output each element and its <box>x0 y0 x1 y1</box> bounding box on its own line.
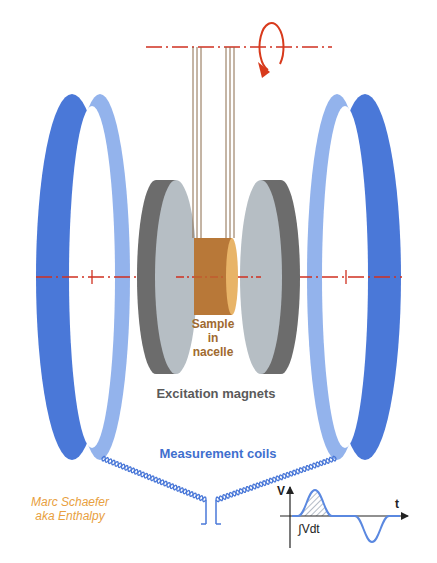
magnet-label: Excitation magnets <box>156 387 275 402</box>
sample-face <box>226 238 238 315</box>
rotation-axis <box>146 46 332 47</box>
magnet-face <box>240 180 282 374</box>
axis-cross <box>345 270 346 284</box>
suspension-wire <box>230 47 231 238</box>
coil-terminal <box>216 523 221 525</box>
axis-line <box>176 276 197 277</box>
coil-wire <box>102 456 206 501</box>
sample-label: Sample in nacelle <box>188 318 238 359</box>
plot-axis <box>289 487 290 548</box>
axis-line <box>240 276 261 277</box>
suspension-wire <box>226 47 227 238</box>
suspension-wire <box>197 47 198 238</box>
coil-wire <box>216 456 336 502</box>
rotation-arrow-head <box>258 62 270 78</box>
axis-label: t <box>395 498 399 512</box>
suspension-wire <box>234 47 235 238</box>
axis-line <box>194 277 226 278</box>
coil-terminal <box>201 523 206 525</box>
axis-label: V <box>277 485 285 499</box>
rotation-arrow <box>260 23 284 70</box>
author-credit: Marc Schaefer aka Enthalpy <box>22 496 118 524</box>
magnet-face <box>155 180 197 374</box>
coil-wire <box>216 458 336 501</box>
signal-curve <box>292 490 400 542</box>
coil-terminal <box>215 500 217 524</box>
suspension-wire <box>201 47 202 238</box>
integral-label: ∫Vdt <box>298 523 319 537</box>
coil-terminal <box>205 500 207 524</box>
suspension-wire <box>193 47 194 238</box>
coil-label: Measurement coils <box>159 447 276 462</box>
axis-cross <box>91 270 92 284</box>
